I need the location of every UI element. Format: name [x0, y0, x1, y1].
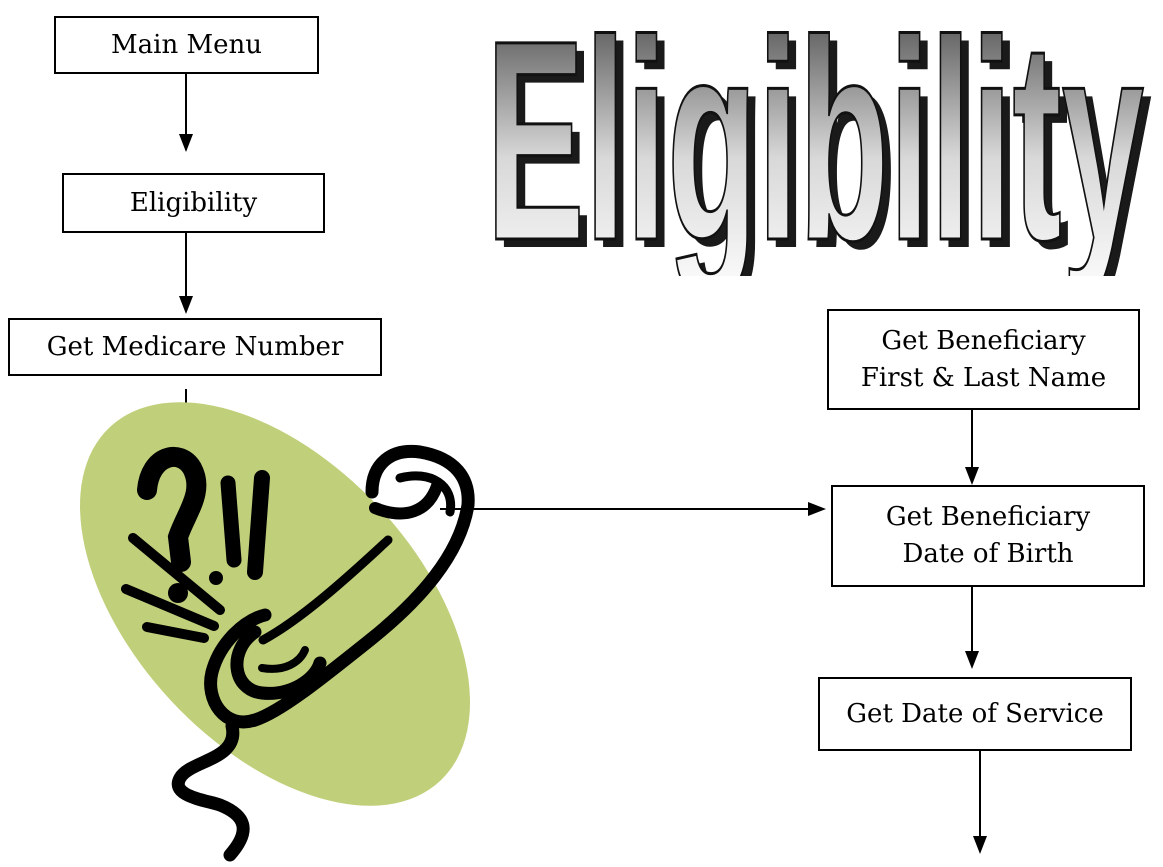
get-beneficiary-dob-label-line2: Date of Birth [902, 539, 1074, 569]
arrow-phone-to-dob [440, 502, 826, 516]
get-medicare-number-box: Get Medicare Number [8, 318, 382, 376]
get-beneficiary-name-label-line2: First & Last Name [860, 362, 1107, 393]
eligibility-label: Eligibility [129, 187, 258, 218]
arrow-name-to-dob [965, 410, 979, 485]
get-beneficiary-dob-label-line1: Get Beneficiary [885, 502, 1091, 532]
main-menu-box: Main Menu [54, 16, 319, 74]
eligibility-box: Eligibility [62, 173, 325, 233]
main-menu-label: Main Menu [111, 29, 262, 60]
get-medicare-number-label: Get Medicare Number [46, 331, 344, 362]
clipart-ellipse [80, 402, 470, 806]
arrow-eligibility-to-medicare [179, 233, 193, 314]
get-beneficiary-name-box: Get Beneficiary First & Last Name [827, 309, 1140, 410]
get-beneficiary-dob-box: Get Beneficiary Date of Birth [831, 485, 1145, 587]
get-date-of-service-label: Get Date of Service [846, 698, 1104, 729]
title-shadow: Eligibility [494, 18, 1153, 276]
arrow-dos-down [973, 751, 987, 854]
get-date-of-service-box: Get Date of Service [818, 677, 1132, 751]
arrow-dob-to-dos [965, 587, 979, 669]
title-wordart: Eligibility Eligibility [485, 18, 1153, 276]
get-beneficiary-name-label-line1: Get Beneficiary [881, 325, 1086, 356]
title-text: Eligibility [486, 18, 1145, 276]
arrow-main-to-eligibility [179, 74, 193, 152]
